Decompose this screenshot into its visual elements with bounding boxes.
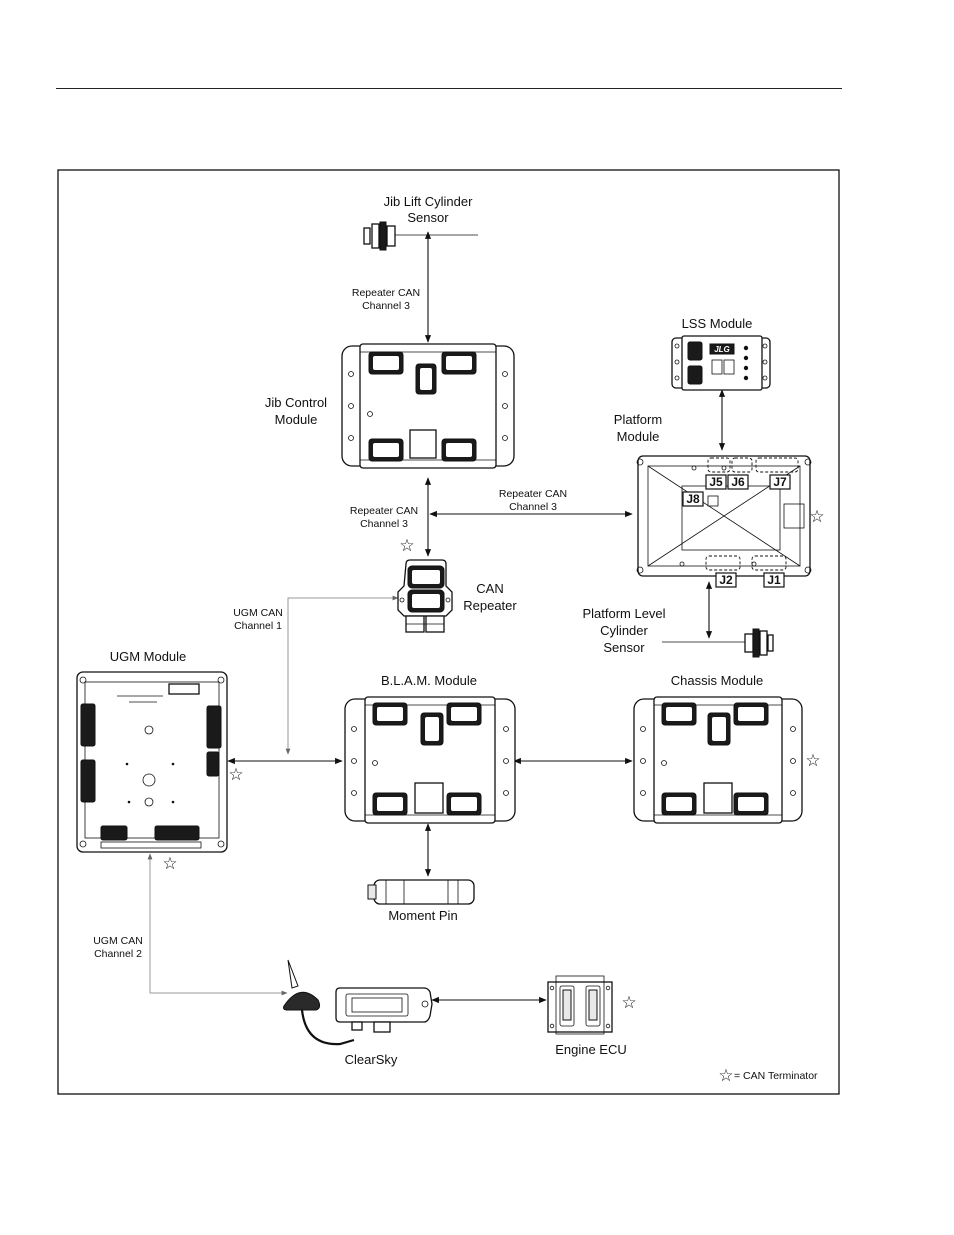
j6-box xyxy=(727,474,749,490)
jib-sensor-label-1: Jib Lift Cylinder xyxy=(384,194,474,209)
wire-ugm-can-channel-1 xyxy=(285,595,399,755)
can-repeater-label-1: CAN xyxy=(476,581,503,596)
lss-module: JLG xyxy=(671,335,771,391)
j2-label: J2 xyxy=(719,573,733,587)
platform-level-label-1: Platform Level xyxy=(582,606,665,621)
platform-module-label-1: Platform xyxy=(614,412,662,427)
blam-module xyxy=(344,696,516,824)
lss-logo: JLG xyxy=(714,345,730,354)
j5-box xyxy=(705,474,727,490)
clearsky-antenna xyxy=(283,959,355,1046)
jib-control-label-1: Jib Control xyxy=(265,395,327,410)
engine-ecu-label: Engine ECU xyxy=(555,1042,627,1057)
j5-label: J5 xyxy=(709,475,723,489)
jib-control-module xyxy=(341,343,515,469)
ugm-module xyxy=(76,671,228,853)
j8-box xyxy=(682,491,704,507)
ugm-can-ch1-label-2: Channel 1 xyxy=(234,620,282,632)
lss-module-label: LSS Module xyxy=(682,316,753,331)
j2-box xyxy=(715,572,737,588)
page-header-rule xyxy=(56,88,842,89)
jib-sensor-label-2: Sensor xyxy=(407,210,449,225)
chassis-module xyxy=(633,696,803,824)
diagram-frame xyxy=(57,169,840,1095)
j1-label: J1 xyxy=(767,573,781,587)
platform-level-label-2: Cylinder xyxy=(600,623,648,638)
engine-ecu-can-terminator-star: ☆ xyxy=(621,993,636,1013)
j6-label: J6 xyxy=(731,475,745,489)
repeater-can-ch3-right-label-2: Channel 3 xyxy=(509,501,557,513)
moment-pin-label: Moment Pin xyxy=(388,908,457,923)
jib-control-label-2: Module xyxy=(275,412,318,427)
platform-level-label-3: Sensor xyxy=(603,640,645,655)
clearsky-label: ClearSky xyxy=(345,1052,398,1067)
blam-module-label: B.L.A.M. Module xyxy=(381,673,477,688)
repeater-can-ch3-mid-label-2: Channel 3 xyxy=(360,518,408,530)
can-repeater-label-2: Repeater xyxy=(463,598,517,613)
repeater-can-ch3-top-label-1: Repeater CAN xyxy=(352,287,420,299)
ugm-can-ch2-label-2: Channel 2 xyxy=(94,948,142,960)
chassis-can-terminator-star: ☆ xyxy=(805,751,820,771)
wire-ugm-can-channel-2 xyxy=(147,853,288,996)
chassis-module-label: Chassis Module xyxy=(671,673,764,688)
j7-box xyxy=(769,474,791,490)
ugm-module-label: UGM Module xyxy=(110,649,187,664)
repeater-can-ch3-top-label-2: Channel 3 xyxy=(362,300,410,312)
can-repeater xyxy=(397,559,453,633)
repeater-can-ch3-right-label-1: Repeater CAN xyxy=(499,488,567,500)
jib-lift-cylinder-sensor xyxy=(363,221,478,251)
moment-pin xyxy=(367,879,475,905)
j1-box xyxy=(763,572,785,588)
platform-can-terminator-star: ☆ xyxy=(809,507,824,527)
legend-label: = CAN Terminator xyxy=(734,1070,818,1082)
clearsky-unit xyxy=(335,987,433,1033)
platform-module-label-2: Module xyxy=(617,429,660,444)
ugm-can-ch1-label-1: UGM CAN xyxy=(233,607,283,619)
repeater-can-terminator-star: ☆ xyxy=(399,536,414,556)
ugm-bottom-can-terminator-star: ☆ xyxy=(162,854,177,874)
j8-label: J8 xyxy=(686,492,700,506)
repeater-can-ch3-mid-label-1: Repeater CAN xyxy=(350,505,418,517)
ugm-can-ch2-label-1: UGM CAN xyxy=(93,935,143,947)
engine-ecu xyxy=(547,975,613,1035)
ugm-right-can-terminator-star: ☆ xyxy=(228,765,243,785)
platform-level-cylinder-sensor xyxy=(662,628,774,658)
legend-star: ☆ xyxy=(718,1066,733,1086)
platform-module xyxy=(636,455,812,577)
j7-label: J7 xyxy=(773,475,787,489)
